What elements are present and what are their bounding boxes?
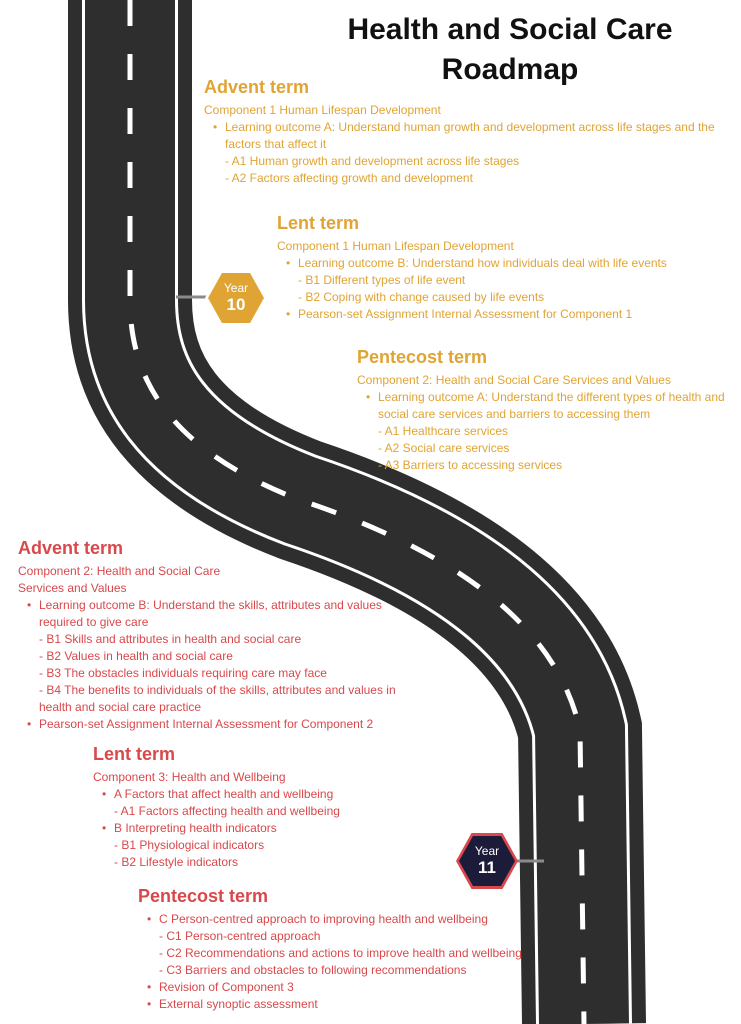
y10-advent-heading: Advent term <box>204 77 310 97</box>
year10-badge: Year 10 <box>208 273 264 323</box>
y11-advent-component-line2: Services and Values <box>18 581 127 595</box>
list-item: Pearson-set Assignment Internal Assessme… <box>277 306 717 323</box>
y11-lent-list: A Factors that affect health and wellbei… <box>93 786 423 871</box>
list-item: - B1 Physiological indicators <box>114 838 265 852</box>
list-item: - B2 Coping with change caused by life e… <box>298 290 545 304</box>
list-item: - A1 Factors affecting health and wellbe… <box>114 804 340 818</box>
list-item: C Person-centred approach to improving h… <box>138 911 558 928</box>
year10-badge-number: 10 <box>226 295 246 314</box>
y10-pentecost-heading: Pentecost term <box>357 347 488 367</box>
y10-lent-component: Component 1 Human Lifespan Development <box>277 239 514 253</box>
y11-advent-list: Learning outcome B: Understand the skill… <box>18 597 418 733</box>
title-line-1: Health and Social Care <box>347 13 673 46</box>
list-item: Revision of Component 3 <box>138 979 558 996</box>
y11-advent-component-line1: Component 2: Health and Social Care <box>18 564 221 578</box>
page-title: Health and Social Care Roadmap <box>300 10 720 90</box>
list-item: - B4 The benefits to individuals of the … <box>39 683 396 714</box>
y10-advent-component: Component 1 Human Lifespan Development <box>204 103 441 117</box>
list-item: A Factors that affect health and wellbei… <box>93 786 423 803</box>
list-item: - A2 Factors affecting growth and develo… <box>225 171 473 185</box>
y11-lent-heading: Lent term <box>93 744 176 764</box>
title-line-2: Roadmap <box>441 53 579 86</box>
y11-lent-component: Component 3: Health and Wellbeing <box>93 770 286 784</box>
y11-pentecost-heading: Pentecost term <box>138 886 269 906</box>
y10-pentecost-section: Pentecost term Component 2: Health and S… <box>357 346 727 474</box>
y11-pentecost-list: C Person-centred approach to improving h… <box>138 911 558 1013</box>
list-item: - C3 Barriers and obstacles to following… <box>159 963 467 977</box>
list-item: Learning outcome B: Understand how indiv… <box>277 255 717 272</box>
y11-advent-heading: Advent term <box>18 538 124 558</box>
list-item: - A3 Barriers to accessing services <box>378 458 563 472</box>
list-item: - B2 Lifestyle indicators <box>114 855 239 869</box>
y10-lent-section: Lent term Component 1 Human Lifespan Dev… <box>277 212 717 323</box>
list-item: - A2 Social care services <box>378 441 510 455</box>
list-item: Learning outcome A: Understand the diffe… <box>357 389 727 423</box>
list-item: - C1 Person-centred approach <box>159 929 321 943</box>
list-item: - A1 Healthcare services <box>378 424 509 438</box>
year11-badge-label: Year <box>474 844 500 858</box>
y10-lent-list: Learning outcome B: Understand how indiv… <box>277 255 717 323</box>
list-item: - B2 Values in health and social care <box>39 649 233 663</box>
list-item: B Interpreting health indicators <box>93 820 423 837</box>
year10-badge-label: Year <box>223 281 249 295</box>
list-item: Pearson-set Assignment Internal Assessme… <box>18 716 418 733</box>
year11-badge-number: 11 <box>478 858 496 877</box>
y10-advent-section: Advent term Component 1 Human Lifespan D… <box>204 76 729 187</box>
list-item: External synoptic assessment <box>138 996 558 1013</box>
list-item: - B1 Skills and attributes in health and… <box>39 632 302 646</box>
list-item: - A1 Human growth and development across… <box>225 154 520 168</box>
y10-lent-heading: Lent term <box>277 213 360 233</box>
list-item: Learning outcome A: Understand human gro… <box>204 119 729 153</box>
y11-lent-section: Lent term Component 3: Health and Wellbe… <box>93 743 423 871</box>
y10-advent-list: Learning outcome A: Understand human gro… <box>204 119 729 187</box>
y11-pentecost-section: Pentecost term C Person-centred approach… <box>138 885 558 1013</box>
list-item: - B1 Different types of life event <box>298 273 466 287</box>
road-center-dashes <box>127 0 587 1024</box>
y11-advent-section: Advent term Component 2: Health and Soci… <box>18 537 418 733</box>
y10-pentecost-component: Component 2: Health and Social Care Serv… <box>357 373 671 387</box>
list-item: Learning outcome B: Understand the skill… <box>18 597 418 631</box>
y10-pentecost-list: Learning outcome A: Understand the diffe… <box>357 389 727 474</box>
list-item: - C2 Recommendations and actions to impr… <box>159 946 522 960</box>
list-item: - B3 The obstacles individuals requiring… <box>39 666 327 680</box>
